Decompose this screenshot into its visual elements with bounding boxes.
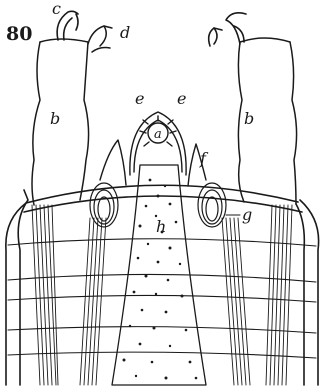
label-b-right: b [244, 109, 254, 128]
label-c: c [52, 0, 61, 18]
label-d: d [120, 23, 130, 42]
left-finger-d [88, 26, 112, 52]
label-h: h [156, 217, 166, 236]
right-claw [209, 13, 246, 46]
lobes-f [100, 140, 206, 186]
label-a: a [154, 127, 162, 142]
label-b-left: b [50, 109, 60, 128]
label-f: f [199, 149, 209, 168]
label-e-right: e [177, 89, 186, 108]
figure-number: 80 [6, 23, 32, 45]
label-e-left: e [135, 89, 144, 108]
label-g: g [242, 205, 252, 224]
left-appendage-b [32, 39, 89, 205]
